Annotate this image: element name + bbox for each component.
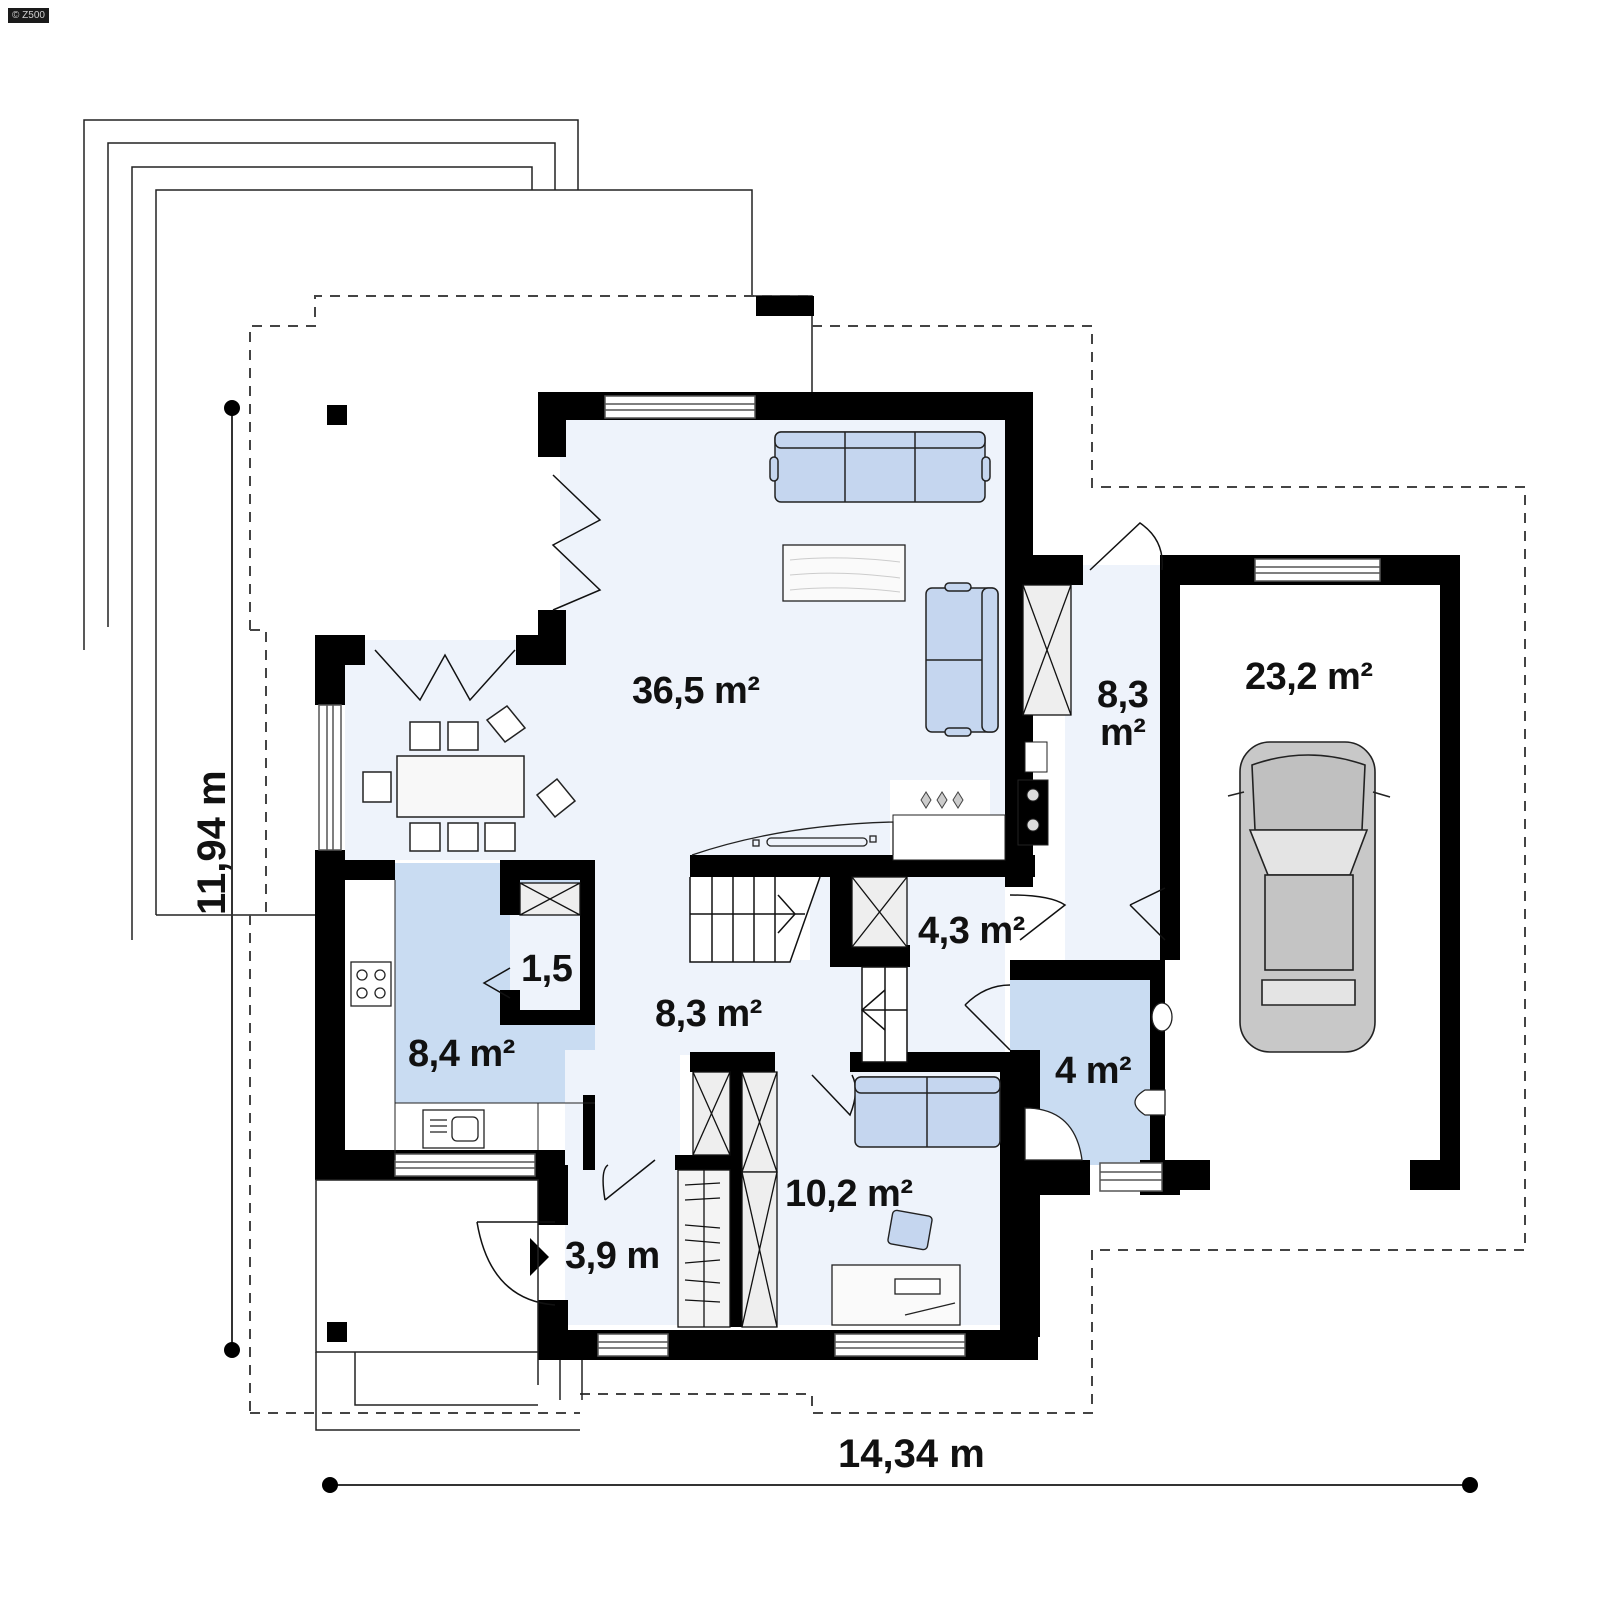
pillar-marker [327, 405, 347, 425]
room-area-garage: 23,2 m² [1245, 656, 1373, 698]
boiler-stove [1017, 741, 1049, 846]
width-dimension-label: 14,34 m [838, 1432, 985, 1476]
room-area-bathroom: 4 m² [1055, 1050, 1132, 1092]
closets [519, 584, 1072, 1328]
room-area-corridor: 4,3 m² [918, 910, 1025, 952]
sofa-two-seat [925, 582, 999, 737]
sofa-three-seat [769, 431, 991, 503]
room-area-kitchen: 8,4 m² [408, 1033, 515, 1075]
room-area-vestibule: 3,9 m [565, 1235, 660, 1277]
car-icon [1227, 741, 1391, 1053]
windows [318, 395, 1381, 1357]
coffee-table [782, 544, 906, 602]
room-floors [345, 420, 1440, 1325]
desk-chair [887, 1209, 933, 1251]
cooktop [350, 961, 392, 1007]
kitchen-sink [422, 1109, 485, 1149]
pillar-marker [327, 1322, 347, 1342]
desk [831, 1264, 961, 1326]
roof-outline-dashed [249, 295, 1526, 1414]
width-dimension-line [322, 1477, 1478, 1493]
copyright-watermark: © Z500 [8, 8, 49, 23]
room-area-living: 36,5 m² [632, 670, 760, 712]
fireplace [892, 791, 1006, 861]
entrance-porch [315, 1179, 583, 1431]
room-area-pantry: 1,5 [521, 948, 573, 990]
dining-set [362, 704, 577, 852]
entrance-arrow-icon [530, 1238, 549, 1276]
room-area-hall-central: 8,3 m² [655, 993, 762, 1035]
staircase [689, 876, 908, 1063]
depth-dimension-line [224, 400, 240, 1358]
chimney [756, 296, 814, 316]
depth-dimension-label: 11,94 m [190, 770, 234, 915]
room-area-study: 10,2 m² [785, 1173, 913, 1215]
bathroom-fixtures [1024, 1002, 1173, 1161]
study-sofa [854, 1076, 1001, 1148]
tv-unit [691, 821, 894, 856]
